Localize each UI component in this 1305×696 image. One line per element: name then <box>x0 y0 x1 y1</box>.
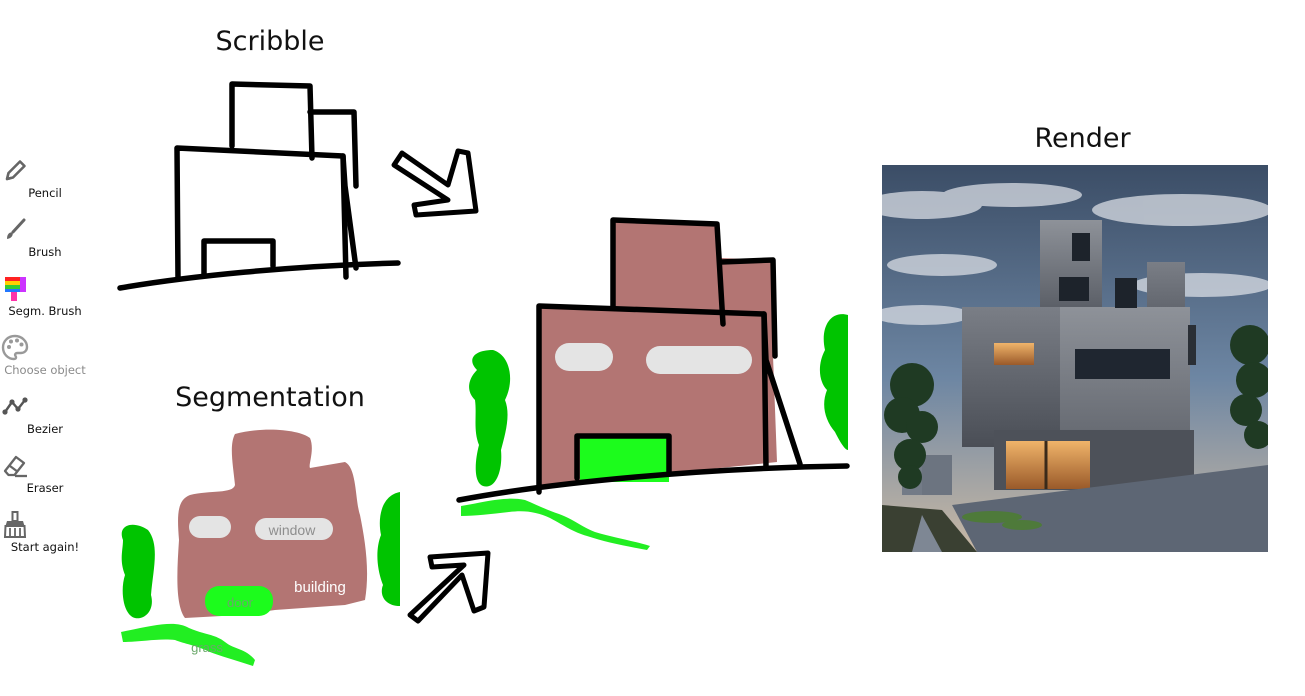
bezier-icon <box>2 397 28 415</box>
eraser-label: Eraser <box>26 481 64 495</box>
pencil-icon <box>5 160 26 181</box>
building-label: building <box>294 579 346 596</box>
segmentation-brush-label: Segm. Brush <box>8 304 82 318</box>
grass-label: grass <box>191 640 223 655</box>
brush-icon <box>7 218 26 239</box>
segmentation-brush-tool[interactable]: Segm. Brush <box>0 268 90 327</box>
arrow-to-combined-icon <box>407 550 491 624</box>
scribble-title: Scribble <box>215 26 325 57</box>
bezier-label: Bezier <box>27 422 63 436</box>
start-again-label: Start again! <box>10 540 80 554</box>
combined-canvas[interactable] <box>455 210 850 555</box>
render-title: Render <box>1034 123 1131 154</box>
palette-icon <box>1 334 29 361</box>
segmentation-brush-icon <box>5 277 26 301</box>
brush-label: Brush <box>28 245 62 259</box>
tool-palette: Pencil Brush Segm. Brush <box>0 150 90 563</box>
choose-object-tool[interactable]: Choose object <box>0 327 90 386</box>
pencil-label: Pencil <box>28 186 62 200</box>
segmentation-canvas[interactable]: window building door grass <box>115 420 405 670</box>
eraser-icon <box>3 455 27 478</box>
bezier-tool[interactable]: Bezier <box>0 386 90 445</box>
arrow-to-segmentation-icon <box>391 148 479 218</box>
broom-icon <box>3 511 27 538</box>
pencil-tool[interactable]: Pencil <box>0 150 90 209</box>
render-image <box>882 165 1268 552</box>
brush-tool[interactable]: Brush <box>0 209 90 268</box>
window-label: window <box>268 522 317 538</box>
door-label: door <box>227 595 254 610</box>
scribble-canvas[interactable] <box>110 70 410 300</box>
start-again-tool[interactable]: Start again! <box>0 504 90 563</box>
eraser-tool[interactable]: Eraser <box>0 445 90 504</box>
choose-object-label: Choose object <box>4 363 86 377</box>
segmentation-title: Segmentation <box>175 382 365 413</box>
